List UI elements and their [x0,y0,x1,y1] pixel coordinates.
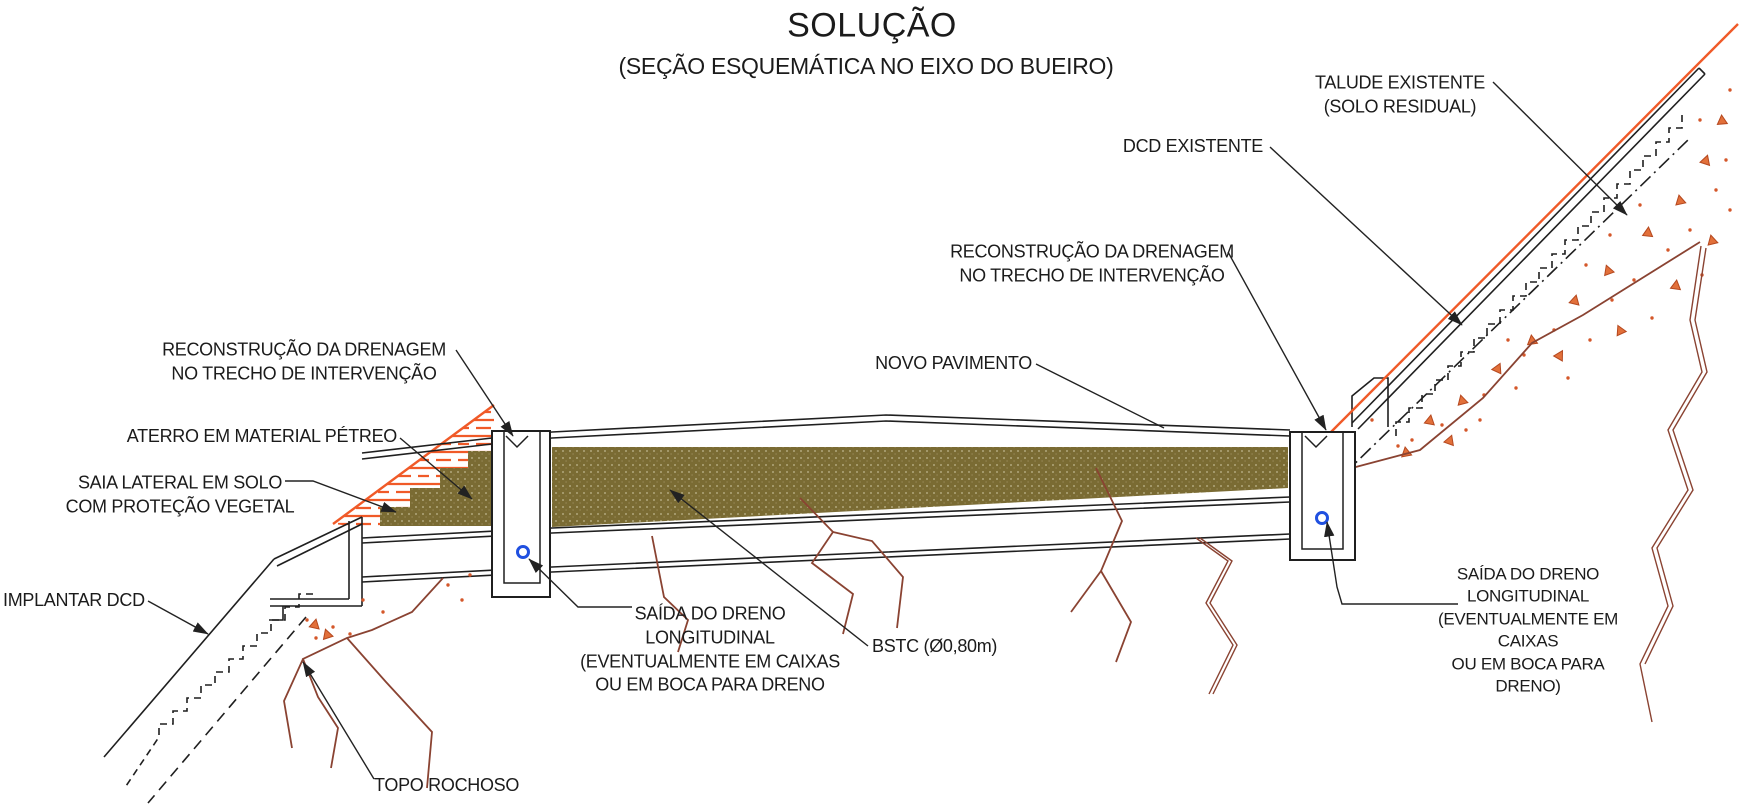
left-slope [103,558,313,804]
pavement-top-line [361,414,1291,454]
leader-saia-lateral [285,480,397,513]
leader-talude-existente [1492,81,1628,216]
culvert-invert-line2 [361,538,1291,583]
leader-saida-dreno-direita [1324,521,1458,605]
leader-lines [147,81,1628,780]
label-novo-pavimento: NOVO PAVIMENTO [875,353,1032,374]
slope-dashdot-line [1341,139,1689,477]
leader-reconstrucao-direita [1227,251,1327,431]
slope-surface-orange [1329,23,1739,434]
leader-aterro [399,437,473,500]
label-topo-rochoso: TOPO ROCHOSO [374,775,520,796]
label-talude-existente: TALUDE EXISTENTE (SOLO RESIDUAL) [1315,72,1485,116]
label-reconstrucao-drenagem-direita: RECONSTRUÇÃO DA DRENAGEM NO TRECHO DE IN… [950,241,1234,285]
leader-topo-rochoso [302,661,375,780]
slope-face-line [1357,73,1706,430]
culvert-crown-line2 [361,501,1291,544]
drain-box-left [491,430,551,598]
left-dcd-steps [123,593,313,790]
dcd-channel-section [1351,377,1389,427]
leader-reconstrucao-esquerda [455,349,514,437]
label-saida-dreno-centro: SAÍDA DO DRENO LONGITUDINAL (EVENTUALMEN… [580,603,840,695]
label-reconstrucao-drenagem-esquerda: RECONSTRUÇÃO DA DRENAGEM NO TRECHO DE IN… [162,339,446,383]
inlet-notch-right [1304,435,1328,449]
drawing-subtitle: (SEÇÃO ESQUEMÁTICA NO EIXO DO BUEIRO) [618,52,1114,79]
drain-outlet-symbol-left [516,545,530,559]
culvert-crown-line [361,496,1291,539]
residual-soil-dots [305,88,1732,640]
rock-fracture-lines [283,241,1708,789]
leader-saida-dreno-centro [528,558,632,608]
inlet-notch-left [505,435,529,449]
existing-dcd-steps [1395,114,1683,436]
rock-edge-far-right [1639,245,1708,723]
road-deck [332,404,1291,583]
slope-face-line2 [1351,67,1700,424]
left-excavation-dashed [147,616,307,804]
label-bstc: BSTC (Ø0,80m) [872,636,998,657]
leader-bstc [669,489,869,647]
drain-outlet-symbol-right [1315,511,1329,525]
aterro-fill-band [552,447,1288,527]
label-implantar-dcd: IMPLANTAR DCD [3,590,145,611]
leader-novo-pavimento [1035,363,1165,429]
left-slope-face [103,558,275,758]
left-abutment [269,516,363,621]
drain-box-right [1289,431,1356,561]
leader-dcd-existente [1269,146,1463,326]
culvert-invert-line [361,533,1291,578]
residual-soil-markers [308,113,1729,641]
drawing-title: SOLUÇÃO [787,6,957,45]
label-aterro-material-petreo: ATERRO EM MATERIAL PÉTREO [126,426,398,447]
saia-slope-edge [332,404,495,525]
rock-zigzag-right [1195,537,1238,695]
leader-implantar-dcd [147,600,209,635]
right-slope [1329,23,1739,477]
pavement-bottom-line [361,420,1291,460]
label-dcd-existente: DCD EXISTENTE [1122,136,1263,157]
label-saia-lateral: SAIA LATERAL EM SOLO COM PROTEÇÃO VEGETA… [65,472,295,516]
label-saida-dreno-direita: SAÍDA DO DRENO LONGITUDINAL (EVENTUALMEN… [1437,564,1619,696]
